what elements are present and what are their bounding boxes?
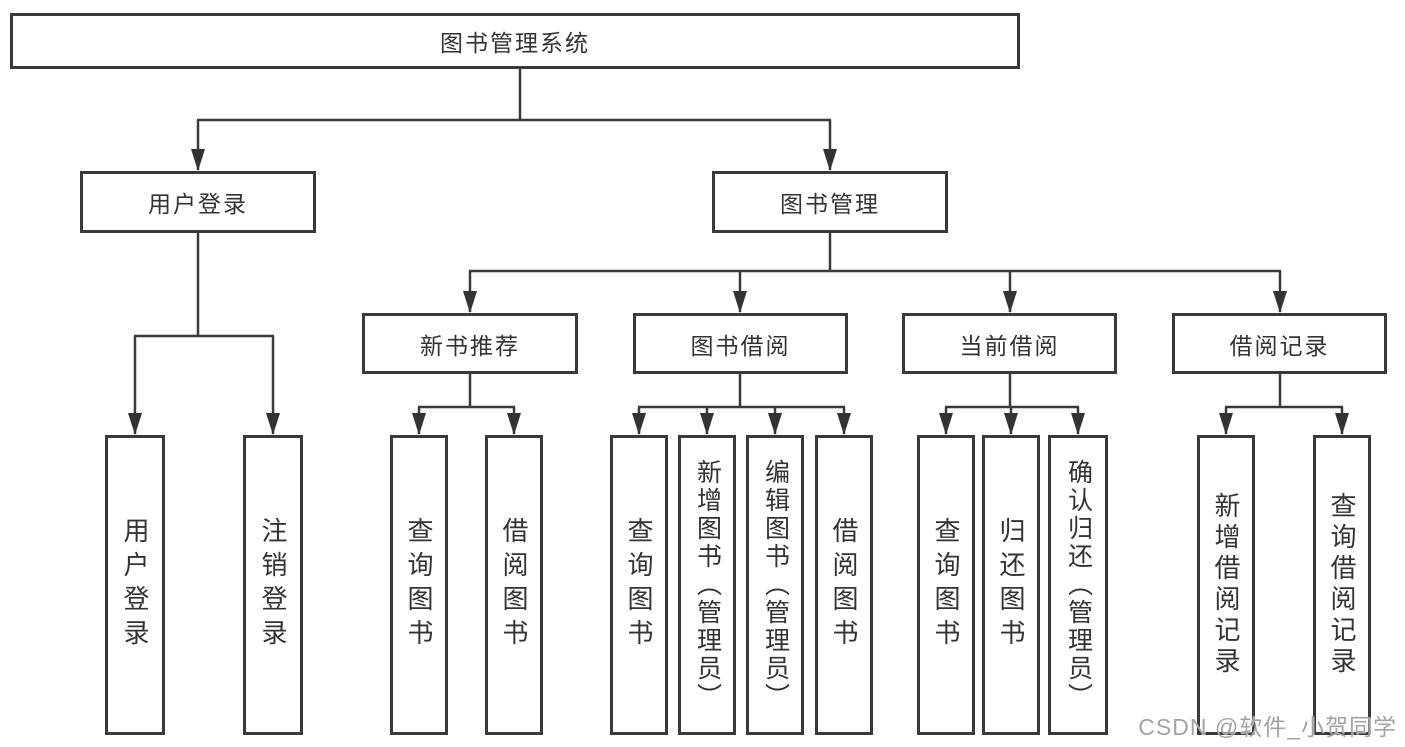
node-label: 当前借阅 (959, 332, 1060, 359)
node-book-management: 图书管理 (712, 171, 948, 233)
leaf-label: 查询图书 (624, 517, 654, 653)
leaf-edit-books-admin: 编辑图书（管理员） (746, 435, 804, 735)
node-user-login: 用户登录 (80, 171, 316, 233)
leaf-query-borrow-record: 查询借阅记录 (1313, 435, 1371, 735)
leaf-logout: 注销登录 (243, 435, 303, 735)
node-label: 借阅记录 (1229, 332, 1330, 359)
leaf-query-books: 查询图书 (610, 435, 668, 735)
leaf-add-books-admin: 新增图书（管理员） (678, 435, 736, 735)
node-new-book-recommend: 新书推荐 (362, 313, 578, 374)
node-library-system: 图书管理系统 (10, 13, 1020, 69)
node-label: 用户登录 (148, 191, 248, 217)
leaf-label: 编辑图书（管理员） (761, 459, 790, 711)
node-label: 图书管理 (780, 191, 880, 217)
node-label: 新书推荐 (420, 332, 520, 359)
leaf-label: 新增图书（管理员） (693, 459, 722, 711)
node-book-borrow: 图书借阅 (633, 313, 848, 374)
leaf-borrow-books: 借阅图书 (485, 435, 543, 735)
leaf-query-books: 查询图书 (917, 435, 975, 735)
leaf-label: 查询借阅记录 (1327, 492, 1357, 678)
node-current-borrow: 当前借阅 (902, 313, 1117, 374)
leaf-label: 新增借阅记录 (1211, 492, 1241, 678)
node-label: 图书借阅 (690, 332, 791, 359)
leaf-label: 借阅图书 (499, 517, 529, 653)
leaf-label: 确认归还（管理员） (1064, 459, 1093, 711)
leaf-label: 查询图书 (931, 517, 961, 653)
leaf-label: 用户登录 (120, 517, 150, 653)
csdn-watermark: CSDN @软件_小贺同学 (1138, 714, 1397, 740)
leaf-query-books: 查询图书 (390, 435, 448, 735)
node-borrow-records: 借阅记录 (1172, 313, 1387, 374)
leaf-label: 查询图书 (404, 517, 434, 653)
leaf-label: 借阅图书 (829, 517, 859, 653)
leaf-borrow-books: 借阅图书 (815, 435, 873, 735)
leaf-return-books: 归还图书 (982, 435, 1040, 735)
leaf-add-borrow-record: 新增借阅记录 (1197, 435, 1255, 735)
leaf-confirm-return-admin: 确认归还（管理员） (1048, 435, 1108, 735)
node-label: 图书管理系统 (440, 30, 590, 56)
leaf-user-login: 用户登录 (105, 435, 165, 735)
leaf-label: 归还图书 (996, 517, 1026, 653)
leaf-label: 注销登录 (258, 517, 288, 653)
